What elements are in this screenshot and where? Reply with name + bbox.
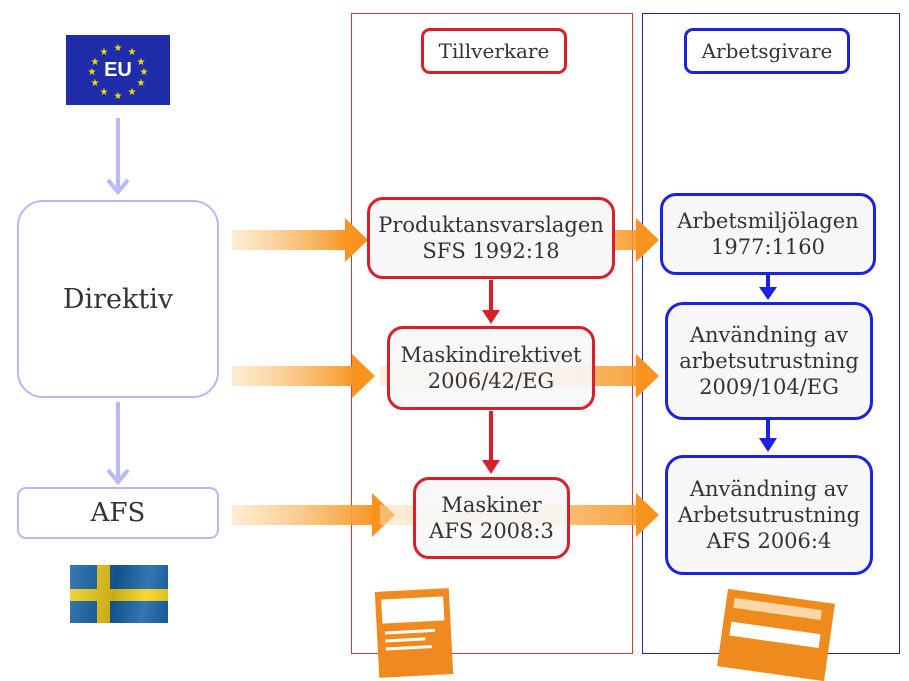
tillverkare-header-label: Tillverkare [438,38,550,63]
orange-arrow-row1-a [232,218,368,262]
afs-box: AFS [17,487,219,539]
anvandning-booklet-image [717,588,835,681]
arbetsmiljolagen-title: Arbetsmiljölagen [677,208,859,233]
anvandning-afs-box: Användning av Arbetsutrustning AFS 2006:… [665,455,873,575]
arbetsgivare-header: Arbetsgivare [684,28,850,74]
tillverkare-header: Tillverkare [421,28,567,74]
afs-label: AFS [90,498,146,528]
maskindirektivet-title: Maskindirektivet [400,342,582,367]
svg-text:★: ★ [128,87,137,98]
svg-text:★: ★ [88,67,97,78]
arbetsgivare-header-label: Arbetsgivare [701,38,833,63]
maskindirektivet-box: Maskindirektivet 2006/42/EG [387,326,595,410]
anvandning-afs-line2: Arbetsutrustning [677,502,861,527]
svg-text:★: ★ [137,57,146,68]
maskindirektivet-ref: 2006/42/EG [427,369,555,393]
blue-arrow-2 [759,420,777,452]
svg-text:★: ★ [128,47,137,58]
direktiv-label: Direktiv [62,283,174,315]
orange-arrow-row3-a [232,493,395,537]
maskiner-box: Maskiner AFS 2008:3 [413,477,570,559]
svg-text:★: ★ [114,91,123,102]
tillverkare-column-frame [351,13,633,654]
anvandning-2009-line1: Användning av [689,322,849,347]
svg-text:★: ★ [100,87,109,98]
anvandning-afs-ref: AFS 2006:4 [706,529,832,554]
svg-text:★: ★ [91,57,100,68]
maskiner-title: Maskiner [441,492,542,517]
blue-arrow-1 [759,275,777,300]
svg-text:★: ★ [114,43,123,54]
anvandning-2009-line2: arbetsutrustning [679,348,859,373]
eu-flag-label: EU [104,58,132,81]
red-arrow-2 [482,411,500,474]
arbetsmiljolagen-box: Arbetsmiljölagen 1977:1160 [660,193,876,275]
direktiv-to-afs-arrow [106,402,130,486]
arbetsmiljolagen-ref: 1977:1160 [711,235,825,259]
produktansvarslagen-ref: SFS 1992:18 [422,239,560,263]
direktiv-box: Direktiv [17,200,219,398]
maskiner-ref: AFS 2008:3 [429,519,554,543]
produktansvarslagen-title: Produktansvarslagen [378,212,604,237]
svg-text:★: ★ [140,67,149,78]
maskiner-booklet-image [374,588,454,678]
anvandning-2009-box: Användning av arbetsutrustning 2009/104/… [665,302,873,420]
anvandning-2009-ref: 2009/104/EG [699,375,839,400]
sweden-flag-icon [70,565,168,623]
eu-flag-icon: ★ ★ ★ ★ ★ ★ ★ ★ ★ ★ ★ ★ EU [66,35,170,105]
produktansvarslagen-box: Produktansvarslagen SFS 1992:18 [367,197,615,279]
anvandning-afs-line1: Användning av [689,476,849,501]
orange-arrow-row2-a [232,354,375,398]
svg-text:★: ★ [100,47,109,58]
red-arrow-1 [482,280,500,324]
eu-to-direktiv-arrow [106,118,130,196]
svg-text:★: ★ [91,78,100,89]
svg-text:★: ★ [137,78,146,89]
